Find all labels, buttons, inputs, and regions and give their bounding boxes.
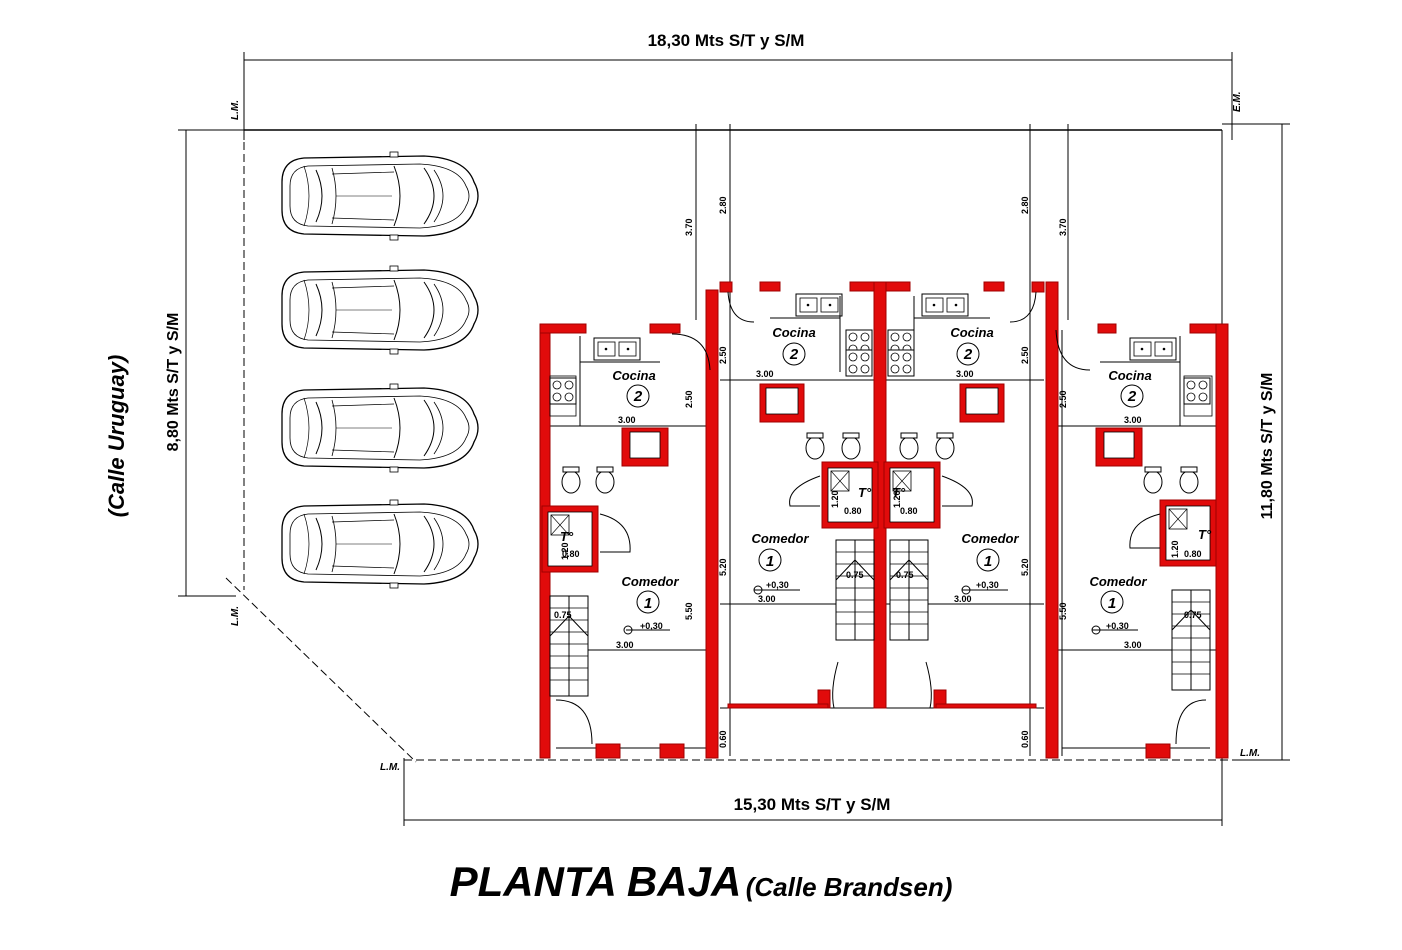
right-depth-dimension: 11,80 Mts S/T y S/M xyxy=(1259,373,1276,520)
kitchen-label-4: Cocina xyxy=(1108,368,1151,383)
measure-120-b: 1.20 xyxy=(830,490,840,508)
kitchen-num-1: 2 xyxy=(633,388,643,405)
kitchen-label-2: Cocina xyxy=(772,325,815,340)
kitchen-num-3: 2 xyxy=(963,346,973,363)
parking-cars xyxy=(281,151,479,589)
lm-marker-bottom-left: L.M. xyxy=(380,762,400,773)
lm-marker-bottom-right: L.M. xyxy=(1240,748,1260,759)
bath-label-2: T° xyxy=(858,485,872,500)
title-main: PLANTA BAJA xyxy=(449,858,742,905)
measure-550-a: 5.50 xyxy=(684,602,694,620)
car-1 xyxy=(281,151,479,241)
measure-080-c: 0.80 xyxy=(900,506,918,516)
car-4 xyxy=(281,499,479,589)
level-label-3: +0,30 xyxy=(976,580,999,590)
measure-300-k1: 3.00 xyxy=(618,415,636,425)
measure-250-b: 2.50 xyxy=(718,346,728,364)
dining-num-2: 1 xyxy=(766,553,774,570)
bath-label-3: T° xyxy=(892,485,906,500)
measure-520-a: 5.20 xyxy=(718,558,728,576)
measure-280-left: 2.80 xyxy=(718,196,728,214)
level-label-4: +0,30 xyxy=(1106,621,1129,631)
top-width-dimension: 18,30 Mts S/T y S/M xyxy=(648,31,805,50)
measure-075-c: 0.75 xyxy=(896,570,914,580)
measure-080-b: 0.80 xyxy=(844,506,862,516)
kitchen-label-1: Cocina xyxy=(612,368,655,383)
dining-label-4: Comedor xyxy=(1089,574,1147,589)
floor-plan-drawing: 18,30 Mts S/T y S/M 15,30 Mts S/T y S/M … xyxy=(104,31,1290,826)
drawing-title: PLANTA BAJA (Calle Brandsen) xyxy=(0,858,1402,906)
lot-boundary xyxy=(225,129,1230,763)
measure-080-d: 0.80 xyxy=(1184,549,1202,559)
measure-250-d: 2.50 xyxy=(1058,390,1068,408)
measure-370-right: 3.70 xyxy=(1058,218,1068,236)
lm-marker-top: L.M. xyxy=(230,100,241,120)
dining-num-4: 1 xyxy=(1108,595,1116,612)
em-marker: E.M. xyxy=(1232,91,1243,112)
measure-300-d1: 3.00 xyxy=(616,640,634,650)
measure-120-c: 1.20 xyxy=(892,490,902,508)
dining-label-3: Comedor xyxy=(961,531,1019,546)
measure-300-k2: 3.00 xyxy=(756,369,774,379)
measure-300-k3: 3.00 xyxy=(956,369,974,379)
dining-label-2: Comedor xyxy=(751,531,809,546)
measure-520-b: 5.20 xyxy=(1020,558,1030,576)
measure-280-right: 2.80 xyxy=(1020,196,1030,214)
measure-300-d2: 3.00 xyxy=(758,594,776,604)
unit-center-left xyxy=(719,281,887,709)
measure-300-k4: 3.00 xyxy=(1124,415,1142,425)
measure-550-b: 5.50 xyxy=(1058,602,1068,620)
left-depth-dimension: 8,80 Mts S/T y S/M xyxy=(165,313,182,452)
bottom-width-dimension: 15,30 Mts S/T y S/M xyxy=(734,795,891,814)
dimension-lines xyxy=(178,52,1290,826)
bath-label-1: T° xyxy=(560,529,574,544)
kitchen-label-3: Cocina xyxy=(950,325,993,340)
car-3 xyxy=(281,383,479,473)
level-label-2: +0,30 xyxy=(766,580,789,590)
measure-075-d: 0.75 xyxy=(1184,610,1202,620)
measure-075-a: 0.75 xyxy=(554,610,572,620)
measure-060-b: 0.60 xyxy=(1020,730,1030,748)
dining-label-1: Comedor xyxy=(621,574,679,589)
dining-num-1: 1 xyxy=(644,595,652,612)
title-sub: (Calle Brandsen) xyxy=(745,872,953,902)
kitchen-num-4: 2 xyxy=(1127,388,1137,405)
kitchen-num-2: 2 xyxy=(789,346,799,363)
measure-370-left: 3.70 xyxy=(684,218,694,236)
measure-250-c: 2.50 xyxy=(1020,346,1030,364)
measure-060-a: 0.60 xyxy=(718,730,728,748)
measure-300-d4: 3.00 xyxy=(1124,640,1142,650)
measure-300-d3: 3.00 xyxy=(954,594,972,604)
measure-250-a: 2.50 xyxy=(684,390,694,408)
lm-marker-left: L.M. xyxy=(230,606,241,626)
level-label-1: +0,30 xyxy=(640,621,663,631)
street-left-label: (Calle Uruguay) xyxy=(104,355,129,518)
unit-left xyxy=(539,289,719,759)
bath-label-4: T° xyxy=(1198,527,1212,542)
unit-center-right xyxy=(883,281,1045,709)
measure-120-d: 1.20 xyxy=(1170,540,1180,558)
car-2 xyxy=(281,265,479,355)
measure-120-a: 1.20 xyxy=(560,542,570,560)
dining-num-3: 1 xyxy=(984,553,992,570)
unit-right xyxy=(1045,281,1229,759)
measure-075-b: 0.75 xyxy=(846,570,864,580)
measure-080-a: 0.80 xyxy=(562,549,580,559)
